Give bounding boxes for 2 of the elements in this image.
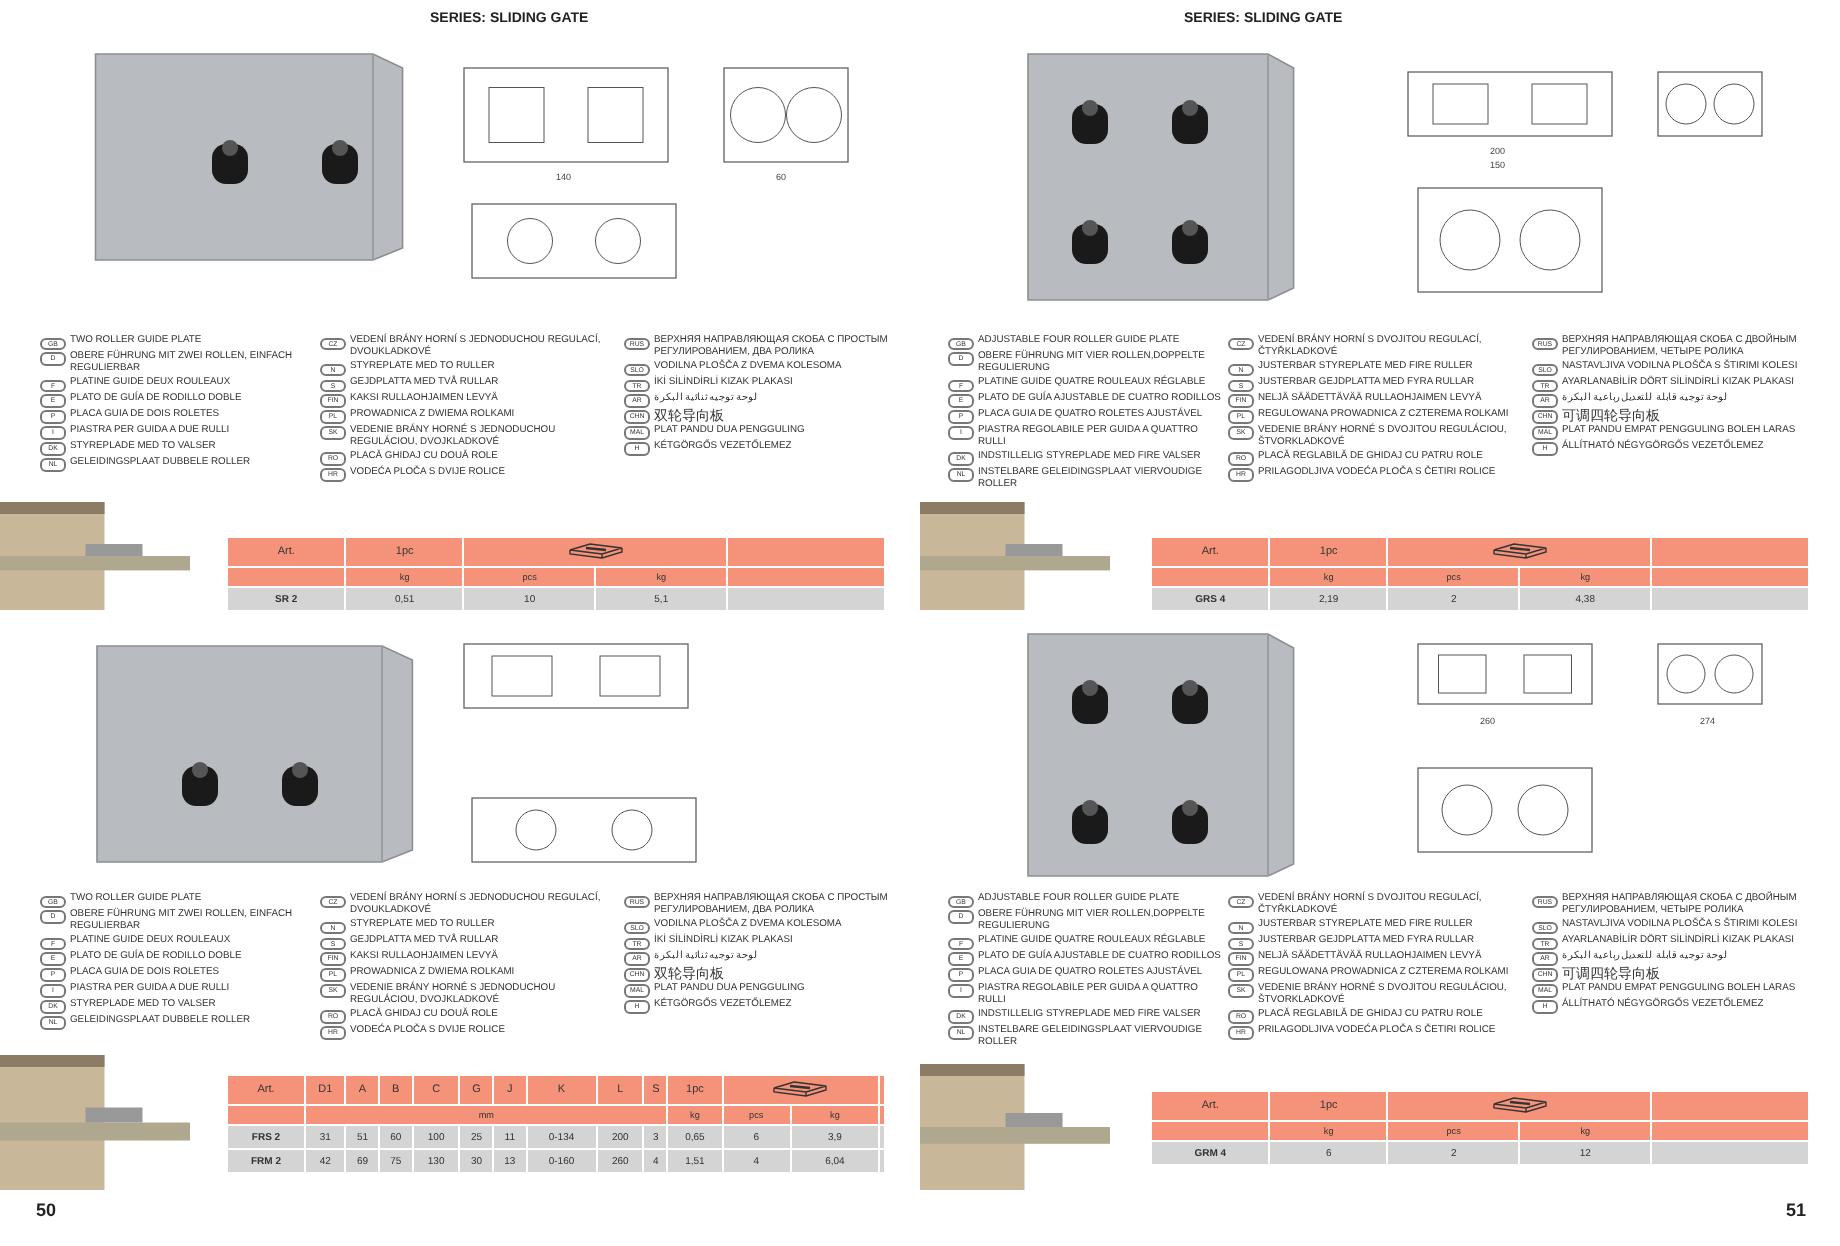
page-number: 51 [1786, 1200, 1807, 1220]
page-number: 50 [36, 1200, 57, 1220]
